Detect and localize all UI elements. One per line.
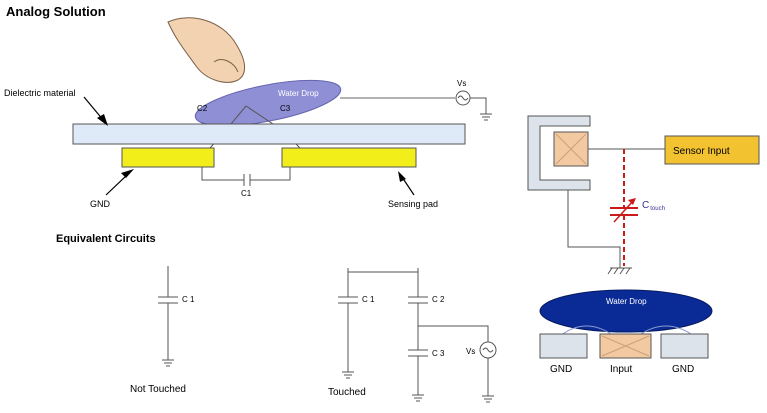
c3-label: C3	[280, 104, 291, 113]
equiv-title: Equivalent Circuits	[56, 233, 156, 245]
eq-c2-label: C 2	[432, 295, 445, 304]
vs-top-ground-icon	[480, 113, 492, 121]
c1-capacitor	[201, 167, 291, 186]
c1-label: C1	[241, 189, 252, 198]
touched-label: Touched	[328, 387, 366, 398]
bottom-input-label: Input	[610, 364, 632, 375]
bottom-gnd-left-label: GND	[550, 364, 572, 375]
c2-label: C2	[197, 104, 208, 113]
eq-c3-label: C 3	[432, 349, 445, 358]
sensor-input-label: Sensor Input	[673, 146, 730, 157]
ground-bracket	[527, 115, 591, 191]
sensor-input-box	[664, 135, 760, 165]
dielectric-label: Dielectric material	[4, 88, 76, 98]
water-drop-top	[194, 79, 342, 127]
bottom-gnd-right-label: GND	[672, 364, 694, 375]
eq-vs-label: Vs	[466, 347, 475, 356]
eq-c1-not-touched-label: C 1	[182, 295, 195, 304]
gnd-label: GND	[90, 199, 111, 209]
diagram-title: Analog Solution	[6, 4, 106, 19]
dielectric-plate	[72, 123, 466, 145]
not-touched-circuit	[158, 266, 178, 367]
gnd-pad	[121, 147, 215, 168]
water-drop-bottom-label: Water Drop	[606, 297, 647, 306]
not-touched-label: Not Touched	[130, 384, 186, 395]
drop-field-lines	[559, 325, 695, 337]
bracket-ground-wire	[567, 190, 621, 268]
touched-circuit	[338, 268, 494, 403]
finger-icon	[167, 17, 245, 83]
vs-top-label: Vs	[457, 79, 466, 88]
vs-top-ground-wire	[470, 97, 487, 114]
bottom-input-cross	[601, 335, 650, 357]
water-drop-bottom	[539, 289, 713, 333]
sensor-electrode-cross	[555, 133, 587, 165]
sensing-pad-label: Sensing pad	[388, 199, 438, 209]
right-ground-icon	[607, 267, 632, 275]
bottom-gnd-left-box	[539, 333, 588, 359]
sensing-pad	[281, 147, 417, 168]
eq-c1-touched-label: C 1	[362, 295, 375, 304]
gnd-arrow	[105, 173, 129, 196]
c-touch-label: Ctouch	[642, 200, 665, 212]
c-touch-capacitor	[610, 149, 638, 266]
bottom-gnd-right-box	[660, 333, 709, 359]
water-drop-top-label: Water Drop	[278, 89, 319, 98]
